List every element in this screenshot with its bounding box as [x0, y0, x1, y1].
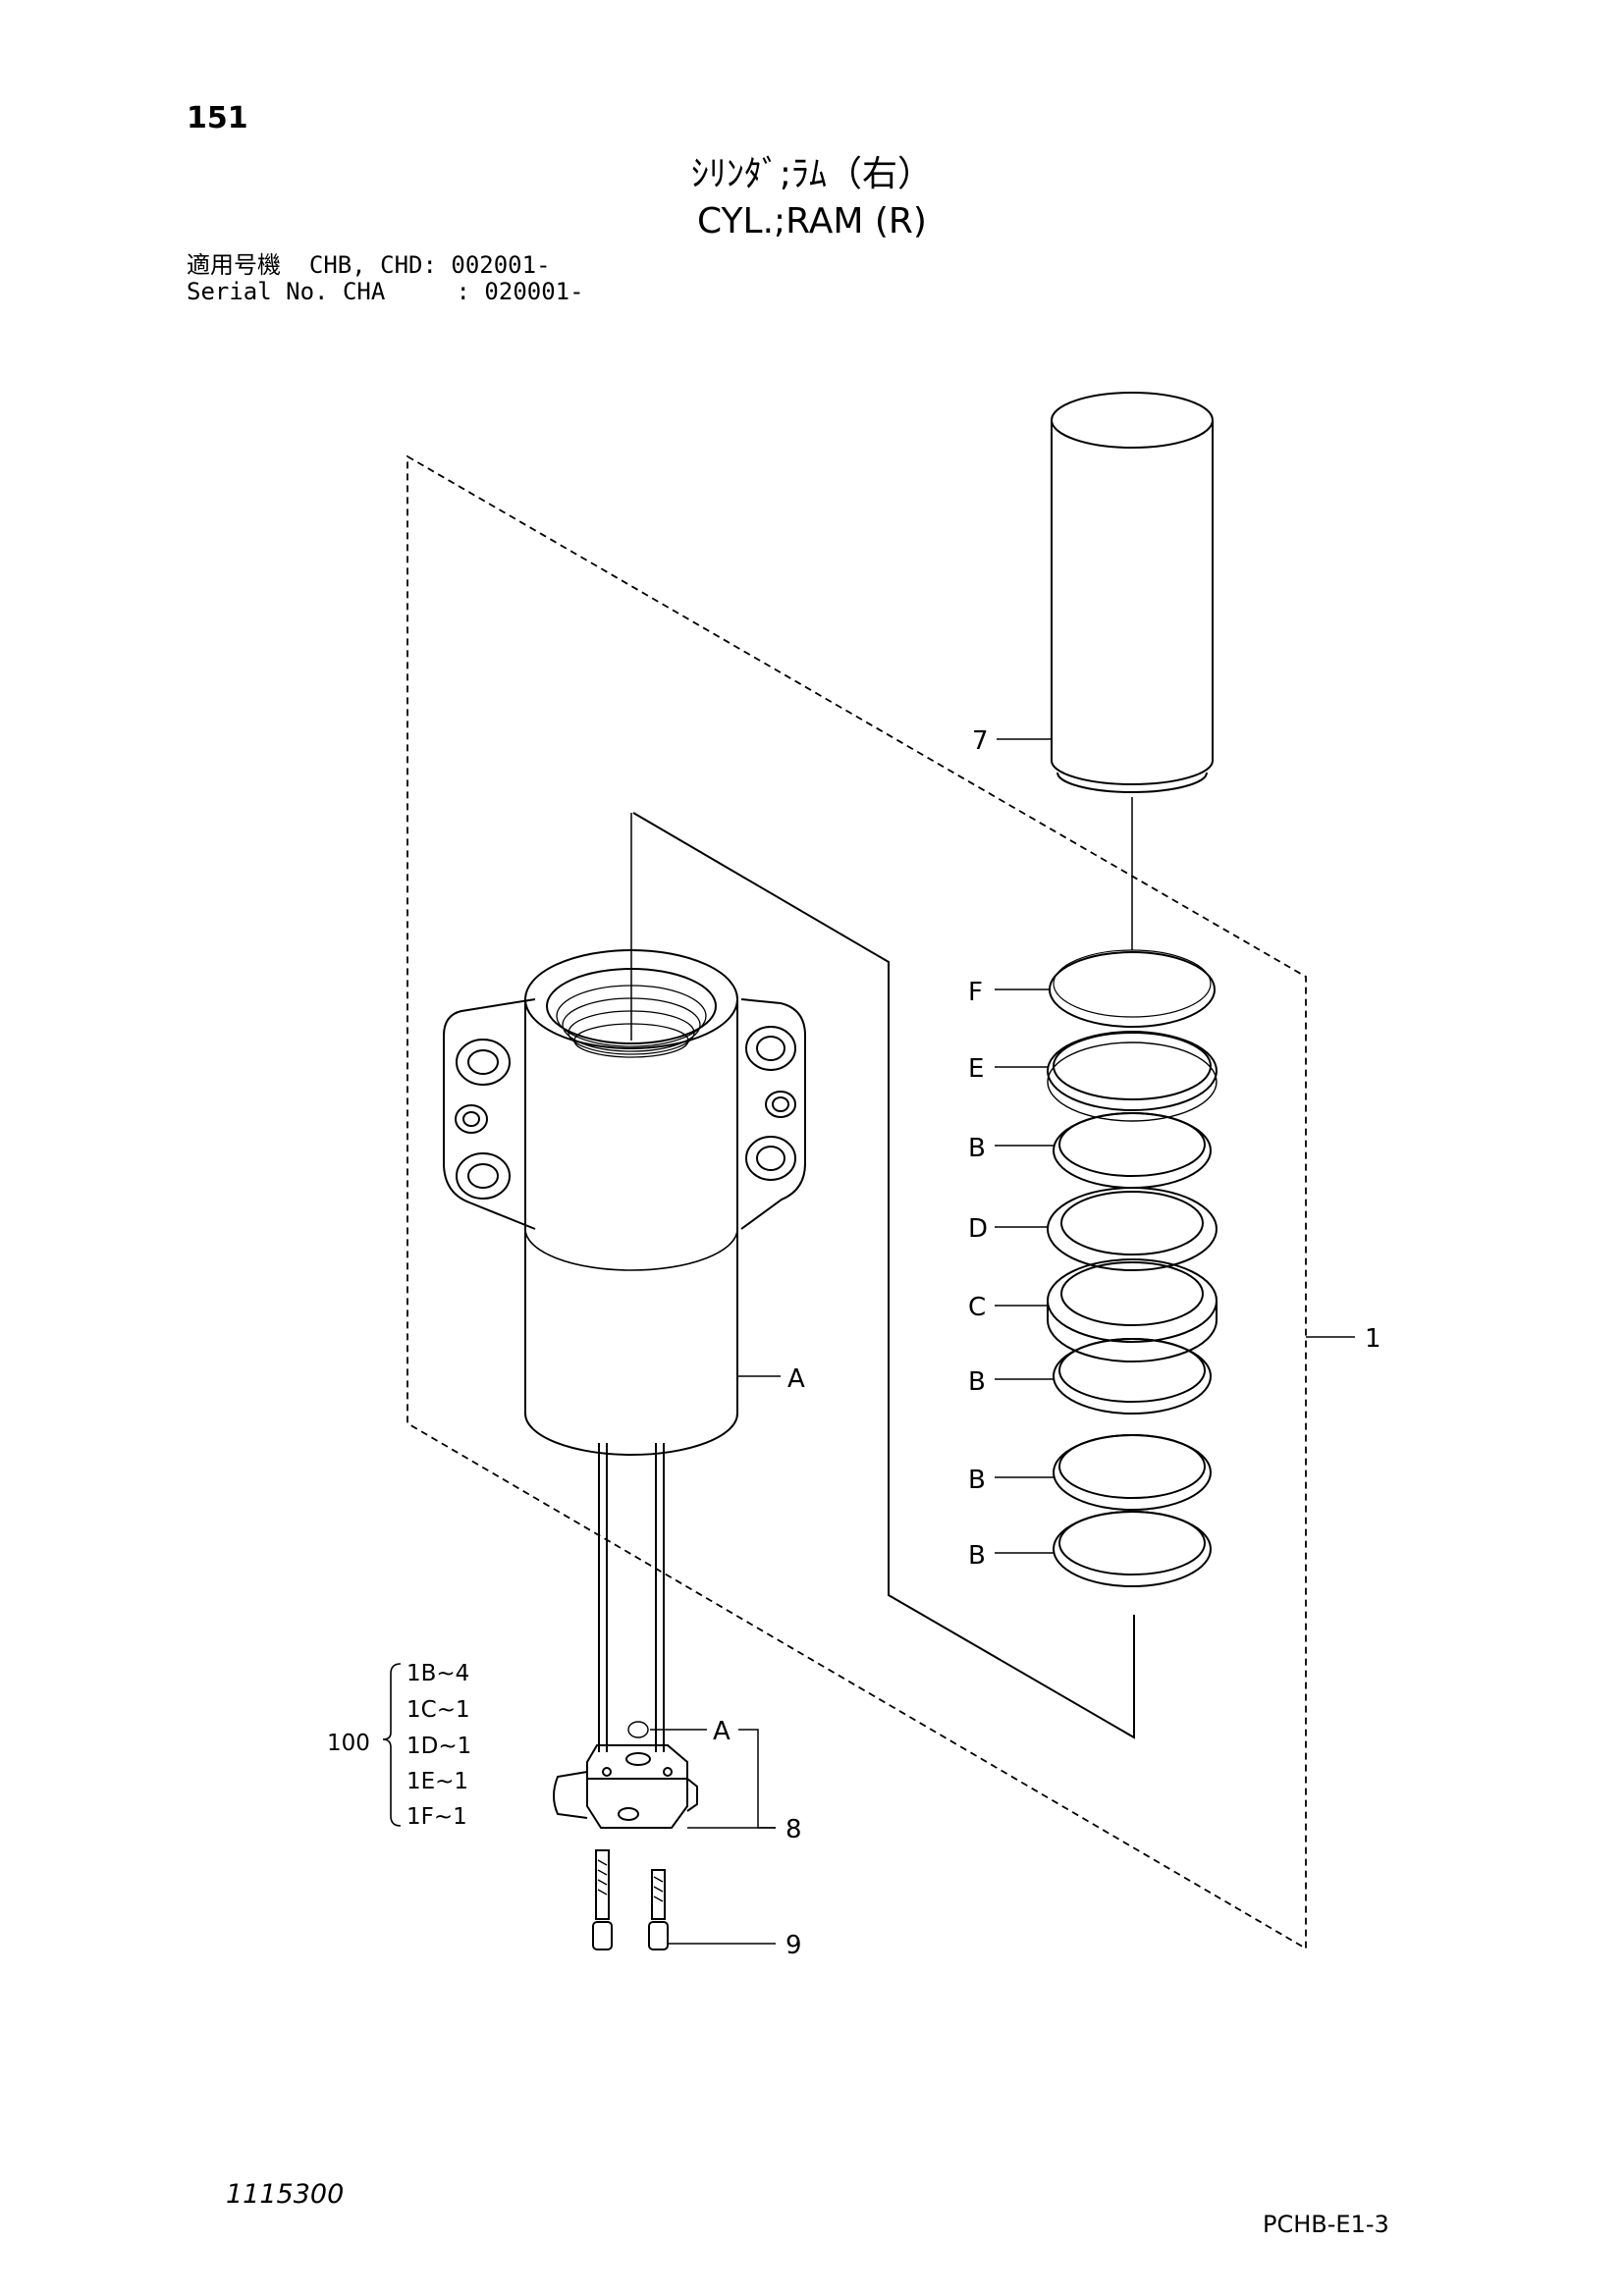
kit-number: 100	[327, 1731, 370, 1756]
serial-line-applicable-models: 適用号機 CHB, CHD: 002001-	[187, 251, 551, 279]
document-code: PCHB-E1-3	[1263, 2211, 1389, 2238]
assembly-boundary-dashed	[406, 454, 1307, 1950]
subassembly-outline	[632, 812, 1135, 1739]
callout-part-7: 7	[972, 726, 989, 756]
callout-part-8: 8	[785, 1815, 802, 1844]
callout-seal-b4: B	[968, 1541, 986, 1571]
ram-rod-part-7	[1051, 392, 1214, 950]
callout-part-9: 9	[785, 1931, 802, 1960]
callout-seal-d: D	[968, 1214, 988, 1244]
kit-item-1e: 1E~1	[406, 1769, 468, 1794]
cylinder-body-a	[443, 813, 806, 1456]
drawing-number: 1115300	[226, 2179, 345, 2210]
seal-ring-stack	[1047, 949, 1218, 1587]
title-english: CYL.;RAM (R)	[697, 201, 927, 241]
page-number: 151	[187, 101, 248, 135]
oil-pipes	[598, 1443, 665, 1752]
title-japanese: ｼﾘﾝﾀﾞ;ﾗﾑ（右）	[690, 154, 934, 194]
callout-seal-b2: B	[968, 1367, 986, 1397]
callout-seal-b3: B	[968, 1466, 986, 1495]
kit-item-1b: 1B~4	[406, 1661, 469, 1686]
serial-line-serial-no: Serial No. CHA : 020001-	[187, 278, 584, 305]
callout-seal-b1: B	[968, 1134, 986, 1163]
callout-part-1: 1	[1365, 1324, 1381, 1354]
kit-item-1c: 1C~1	[406, 1697, 470, 1723]
callout-block-a: A	[713, 1717, 731, 1746]
callout-seal-e: E	[968, 1054, 984, 1084]
callout-seal-c: C	[968, 1293, 986, 1322]
callout-cylinder-a: A	[787, 1364, 805, 1394]
kit-item-1f: 1F~1	[406, 1804, 467, 1830]
callout-seal-f: F	[968, 978, 983, 1007]
valve-block-part-8	[553, 1721, 698, 1829]
kit-brace	[382, 1663, 402, 1827]
leader-lines	[650, 738, 1355, 1945]
kit-item-1d: 1D~1	[406, 1734, 471, 1759]
bolts-part-9	[592, 1849, 669, 1950]
